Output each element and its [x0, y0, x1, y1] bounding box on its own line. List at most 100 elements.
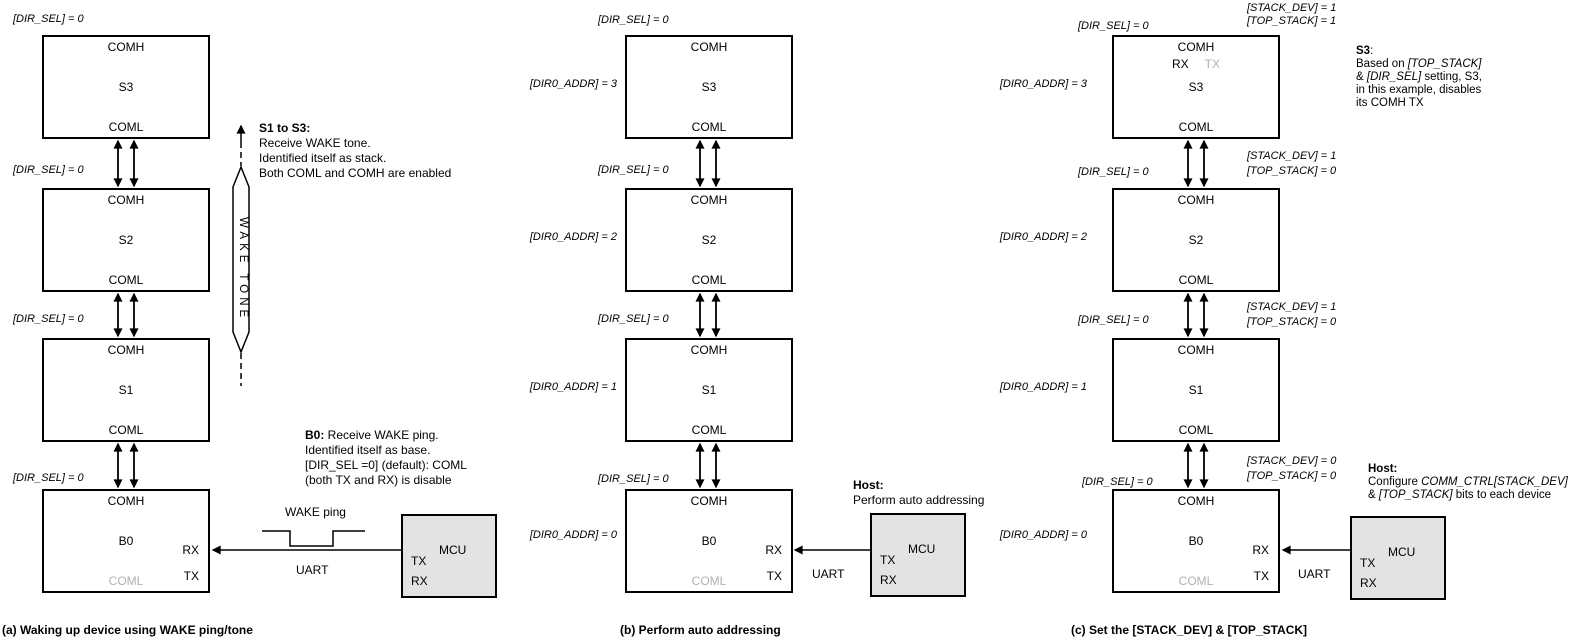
port-coml: COML: [108, 423, 144, 437]
device-box-b0-a: COMH B0 RX TX COML: [42, 489, 210, 593]
note-s1-to-s3: S1 to S3: Receive WAKE tone. Identified …: [259, 121, 452, 180]
dir-sel-label: [DIR_SEL] = 0: [1082, 476, 1153, 488]
device-box-b0-c: COMH B0 RX TX COML: [1112, 489, 1280, 593]
dir-sel-label: [DIR_SEL] = 0: [598, 313, 669, 325]
port-comh: COMH: [690, 193, 728, 207]
port-comh: COMH: [1177, 40, 1215, 54]
mcu-port-rx: RX: [1360, 576, 1377, 590]
uart-label-a: UART: [296, 563, 329, 577]
mcu-label: MCU: [908, 542, 936, 556]
caption-panel-b: (b) Perform auto addressing: [620, 623, 781, 637]
dir-sel-label: [DIR_SEL] = 0: [13, 313, 84, 325]
device-box-s3-b: COMH S3 COML: [625, 35, 793, 139]
mcu-box-a: MCU TX RX: [401, 514, 497, 598]
dir0-addr-label: [DIR0_ADDR] = 1: [529, 381, 617, 393]
port-coml: COML: [108, 273, 144, 287]
uart-label-b: UART: [812, 567, 845, 581]
port-coml: COML: [1178, 423, 1214, 437]
device-name: S2: [118, 233, 134, 247]
port-comh: COMH: [1177, 494, 1215, 508]
device-box-s3-a: COMH S3 COML: [42, 35, 210, 139]
note-title: Host:: [1368, 463, 1398, 475]
dir-sel-label: [DIR_SEL] = 0: [13, 13, 84, 25]
device-box-s2-b: COMH S2 COML: [625, 188, 793, 292]
note-title: Host:: [853, 478, 884, 492]
device-name: S3: [118, 80, 134, 94]
caption-panel-a: (a) Waking up device using WAKE ping/ton…: [2, 623, 253, 637]
port-coml: COML: [1178, 273, 1214, 287]
device-name: S1: [701, 383, 717, 397]
dir0-addr-label: [DIR0_ADDR] = 1: [999, 381, 1087, 393]
stack-dev-label: [STACK_DEV] = 1: [1247, 301, 1337, 313]
port-comh: COMH: [107, 193, 145, 207]
dir0-addr-label: [DIR0_ADDR] = 2: [999, 231, 1087, 243]
port-coml-disabled: COML: [108, 574, 144, 588]
port-coml-disabled: COML: [1178, 574, 1214, 588]
note-title: S1 to S3:: [259, 121, 311, 135]
uart-label-c: UART: [1298, 567, 1331, 581]
port-tx: TX: [766, 569, 782, 583]
device-name: S1: [1188, 383, 1204, 397]
port-comh: COMH: [107, 343, 145, 357]
port-comh: COMH: [690, 40, 728, 54]
port-comh: COMH: [107, 494, 145, 508]
dir-sel-label: [DIR_SEL] = 0: [13, 472, 84, 484]
stack-link-arrows-b: [695, 139, 721, 489]
dir-sel-label: [DIR_SEL] = 0: [598, 473, 669, 485]
dir0-addr-label: [DIR0_ADDR] = 3: [999, 78, 1087, 90]
port-comh: COMH: [1177, 343, 1215, 357]
dir0-addr-label: [DIR0_ADDR] = 2: [529, 231, 617, 243]
note-host-c: Host: Configure COMM_CTRL[STACK_DEV] & […: [1368, 463, 1568, 501]
device-name: S2: [701, 233, 717, 247]
device-box-s1-a: COMH S1 COML: [42, 338, 210, 442]
device-name: B0: [701, 534, 717, 548]
mcu-port-tx: TX: [411, 554, 427, 568]
caption-panel-c: (c) Set the [STACK_DEV] & [TOP_STACK]: [1071, 623, 1308, 637]
device-name: B0: [118, 534, 134, 548]
device-box-s1-b: COMH S1 COML: [625, 338, 793, 442]
top-stack-label: [TOP_STACK] = 1: [1247, 15, 1337, 27]
top-stack-label: [TOP_STACK] = 0: [1247, 316, 1337, 328]
wake-ping-label: WAKE ping: [285, 505, 346, 519]
mcu-label: MCU: [439, 543, 467, 557]
stack-dev-label: [STACK_DEV] = 1: [1247, 2, 1337, 14]
dir-sel-label: [DIR_SEL] = 0: [598, 164, 669, 176]
mcu-port-tx: TX: [880, 553, 896, 567]
port-coml: COML: [1178, 120, 1214, 134]
wake-ping-waveform: [262, 530, 365, 547]
device-name: S2: [1188, 233, 1204, 247]
top-stack-label: [TOP_STACK] = 0: [1247, 470, 1337, 482]
dir-sel-label: [DIR_SEL] = 0: [1078, 314, 1149, 326]
device-box-s1-c: COMH S1 COML: [1112, 338, 1280, 442]
note-title: B0:: [305, 428, 325, 442]
dir-sel-label: [DIR_SEL] = 0: [598, 14, 669, 26]
note-title: S3: [1356, 45, 1371, 57]
note-host-b: Host: Perform auto addressing: [853, 478, 985, 507]
stack-link-arrows-c: [1183, 139, 1209, 489]
port-coml: COML: [108, 120, 144, 134]
port-coml: COML: [691, 273, 727, 287]
wake-tone-label: WAKE TONE: [237, 217, 249, 322]
port-tx: TX: [1253, 569, 1269, 583]
port-comh: COMH: [1177, 193, 1215, 207]
note-s3: S3: Based on [TOP_STACK] & [DIR_SEL] set…: [1356, 45, 1482, 109]
port-coml-disabled: COML: [691, 574, 727, 588]
port-rx: RX: [182, 543, 199, 557]
device-name: B0: [1188, 534, 1204, 548]
port-comh: COMH: [690, 494, 728, 508]
port-rx: RX: [1252, 543, 1269, 557]
stack-dev-label: [STACK_DEV] = 1: [1247, 150, 1337, 162]
wake-tone-arrow: [232, 124, 250, 386]
device-box-s2-a: COMH S2 COML: [42, 188, 210, 292]
top-stack-label: [TOP_STACK] = 0: [1247, 165, 1337, 177]
device-name: S1: [118, 383, 134, 397]
dir0-addr-label: [DIR0_ADDR] = 3: [529, 78, 617, 90]
port-comh: COMH: [690, 343, 728, 357]
mcu-port-rx: RX: [411, 574, 428, 588]
dir0-addr-label: [DIR0_ADDR] = 0: [999, 529, 1087, 541]
note-b0: B0: Receive WAKE ping. Identified itself…: [305, 428, 467, 487]
